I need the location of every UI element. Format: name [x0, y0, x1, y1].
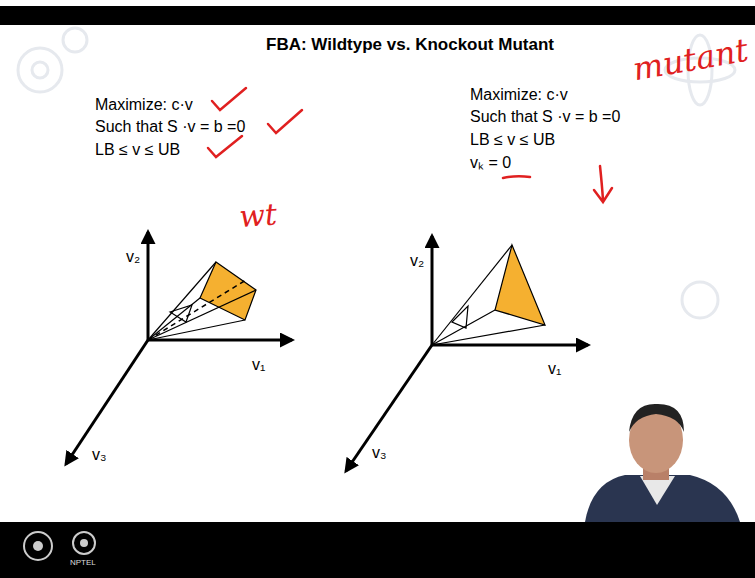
- axis-label: v₁: [252, 356, 265, 374]
- objective: Maximize: c·v: [470, 86, 568, 104]
- bounds: LB ≤ v ≤ UB: [470, 131, 555, 149]
- handwritten-note: wt: [238, 197, 278, 234]
- mutant-flux-cone: [346, 236, 588, 471]
- bottom-bar: [0, 522, 755, 578]
- axis-label: v₁: [548, 360, 561, 378]
- wildtype-flux-cone: [66, 232, 292, 464]
- constraint: Such that S ·v = b =0: [470, 108, 620, 126]
- handwritten-marks: [208, 88, 612, 202]
- top-bar: [0, 6, 755, 25]
- axis-label: v₂: [126, 248, 140, 266]
- knockout-constraint: vₖ = 0: [470, 154, 511, 172]
- presenter: [585, 404, 740, 522]
- handwritten-note: mutant: [630, 32, 751, 88]
- axis-label: v₂: [410, 252, 424, 270]
- logos: [24, 532, 95, 560]
- axis-label: v₃: [92, 446, 107, 464]
- objective: Maximize: c·v: [95, 96, 193, 114]
- axis-label: v₃: [372, 444, 387, 462]
- slide-title: FBA: Wildtype vs. Knockout Mutant: [266, 35, 554, 55]
- constraint: Such that S ·v = b =0: [95, 118, 245, 136]
- bounds: LB ≤ v ≤ UB: [95, 141, 180, 159]
- background-icons: [18, 28, 735, 318]
- logo-text: NPTEL: [70, 558, 96, 567]
